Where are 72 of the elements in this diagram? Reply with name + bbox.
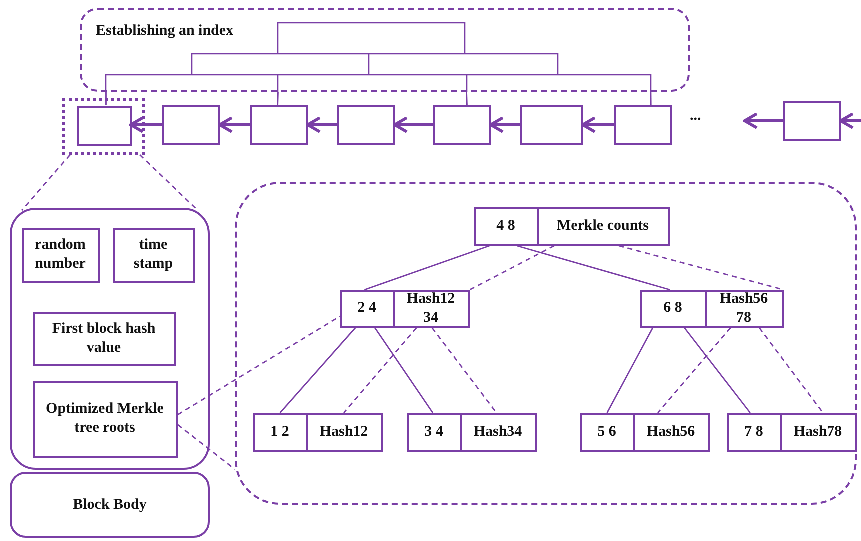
chain-block [162, 105, 220, 145]
connector-line [374, 328, 434, 414]
merkle-node [340, 290, 470, 328]
field-label: time stamp [132, 236, 174, 274]
merkle-tree-region [235, 182, 857, 505]
field-label: First block hash value [51, 320, 157, 358]
connector-line [280, 328, 356, 414]
node-count: 1 2 [270, 422, 290, 442]
connector-line [432, 328, 498, 414]
node-count: 3 4 [424, 422, 444, 442]
node-count: 7 8 [744, 422, 764, 442]
block-body-box [10, 472, 210, 538]
field-box [32, 312, 176, 366]
node-count: 4 8 [496, 216, 516, 236]
arrow [490, 116, 520, 134]
connector-line [140, 154, 198, 212]
merkle-node [474, 206, 670, 246]
chain-block [433, 105, 491, 145]
connector-line [516, 245, 670, 291]
connector-line [466, 92, 468, 106]
connector-line [277, 92, 279, 106]
index-region [80, 8, 690, 92]
arrow [394, 116, 433, 134]
chain-block [520, 105, 583, 145]
hash-value: Hash78 [794, 422, 842, 442]
field-box [112, 228, 194, 282]
hash-value: Hash12 34 [406, 290, 456, 328]
field-box [22, 228, 100, 282]
connector-line [650, 92, 652, 105]
connector-line [343, 328, 418, 414]
chain-block [614, 105, 672, 145]
connector-line [364, 245, 490, 291]
merkle-node [252, 412, 382, 452]
arrow [130, 116, 162, 134]
selection-frame [62, 98, 145, 155]
chain-block [250, 105, 308, 145]
chain-block [76, 106, 132, 146]
node-count: 5 6 [598, 422, 616, 442]
hash-value: Hash12 [320, 422, 368, 442]
connector-line [684, 328, 751, 414]
connector-line [606, 328, 654, 414]
ellipsis-label: ... [690, 108, 702, 125]
field-box [32, 380, 178, 458]
merkle-node [580, 412, 710, 452]
leader-line [178, 424, 236, 470]
chain-block [337, 105, 395, 145]
arrow [218, 116, 250, 134]
hash-value: Hash56 78 [718, 290, 770, 328]
field-label: random number [34, 236, 87, 274]
connector-line [106, 92, 107, 105]
hash-value: Hash34 [474, 422, 522, 442]
arrow [840, 112, 861, 130]
node-count: 6 8 [664, 299, 682, 318]
arrow [306, 116, 337, 134]
arrow [744, 112, 783, 130]
node-count: 2 4 [358, 299, 376, 318]
region-title: Establishing an index [96, 23, 234, 40]
field-label: Optimized Merkle tree roots [45, 400, 165, 438]
hash-value: Merkle counts [556, 216, 650, 236]
section-title: Block Body [73, 496, 147, 514]
leader-line [178, 316, 340, 416]
merkle-node [406, 412, 536, 452]
arrow [582, 116, 614, 134]
chain-block [783, 101, 841, 141]
block-header-panel [10, 208, 210, 470]
hash-value: Hash56 [646, 422, 696, 442]
connector-line [21, 154, 71, 212]
connector-line [470, 245, 555, 291]
merkle-node [640, 290, 784, 328]
connector-line [657, 328, 732, 414]
connector-line [758, 328, 824, 414]
merkle-node [726, 412, 856, 452]
